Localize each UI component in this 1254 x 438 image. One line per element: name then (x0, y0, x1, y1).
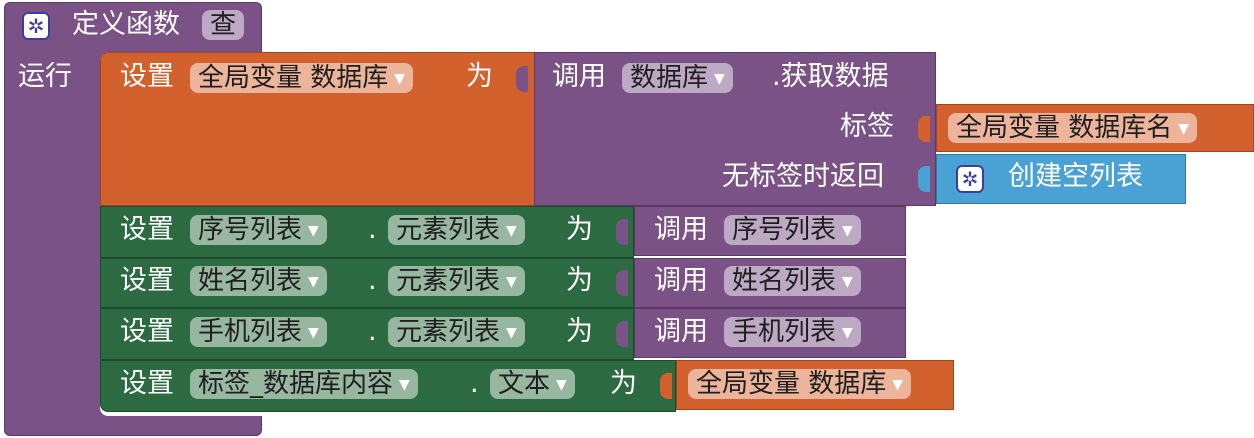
chevron-down-icon: ▼ (842, 324, 853, 341)
method-label: .获取数据 (772, 61, 889, 92)
component-dropdown[interactable]: 姓名列表 ▼ (190, 266, 327, 296)
property-name: 元素列表 (396, 266, 501, 296)
to-label: 为 (566, 265, 593, 296)
tag-label: 标签 (840, 111, 894, 142)
dot-separator: . (470, 368, 479, 399)
property-name: 文本 (498, 369, 551, 399)
set-label: 设置 (120, 265, 174, 296)
chevron-down-icon: ▼ (556, 376, 567, 393)
call-label: 调用 (552, 61, 606, 92)
socket-notch (516, 66, 528, 92)
chevron-down-icon: ▼ (394, 70, 406, 87)
component-dropdown[interactable]: 序号列表 ▼ (190, 215, 327, 245)
set-label: 设置 (120, 316, 174, 347)
component-dropdown[interactable]: 手机列表 ▼ (724, 317, 861, 347)
call-label: 调用 (654, 265, 708, 296)
call-label: 调用 (654, 214, 708, 245)
chevron-down-icon: ▼ (842, 222, 853, 239)
chevron-down-icon: ▼ (506, 273, 517, 290)
property-dropdown[interactable]: 元素列表 ▼ (388, 317, 525, 347)
dot-separator: . (368, 265, 377, 296)
to-label: 为 (566, 214, 593, 245)
call-label: 调用 (654, 316, 708, 347)
socket-notch (918, 166, 930, 192)
component-name: 序号列表 (198, 215, 303, 245)
property-dropdown[interactable]: 元素列表 ▼ (388, 215, 525, 245)
chevron-down-icon: ▼ (714, 70, 725, 87)
chevron-down-icon: ▼ (1178, 120, 1190, 137)
global-variable-name: 全局变量 数据库 (198, 63, 389, 93)
chevron-down-icon: ▼ (308, 222, 319, 239)
chevron-down-icon: ▼ (399, 376, 410, 393)
component-dropdown[interactable]: 手机列表 ▼ (190, 317, 327, 347)
create-empty-list-label: 创建空列表 (1008, 161, 1143, 192)
global-variable-dropdown[interactable]: 全局变量 数据库 ▼ (190, 63, 414, 93)
socket-notch (616, 219, 628, 245)
component-name: 手机列表 (732, 317, 837, 347)
procedure-do-label: 运行 (18, 61, 72, 92)
to-label: 为 (566, 316, 593, 347)
property-name: 元素列表 (396, 215, 501, 245)
set-label: 设置 (120, 368, 174, 399)
call-database-get-block[interactable] (534, 52, 936, 206)
gear-icon[interactable]: ✲ (956, 165, 984, 193)
socket-notch (616, 270, 628, 296)
procedure-name-field[interactable]: 查 (202, 10, 245, 40)
component-dropdown[interactable]: 序号列表 ▼ (724, 215, 861, 245)
database-component-dropdown[interactable]: 数据库 ▼ (622, 63, 733, 93)
property-name: 元素列表 (396, 317, 501, 347)
set-component-block[interactable] (100, 308, 634, 360)
dot-separator: . (368, 316, 377, 347)
set-label: 设置 (120, 214, 174, 245)
set-component-block[interactable] (100, 258, 634, 308)
gear-icon[interactable]: ✲ (22, 12, 50, 40)
component-name: 手机列表 (198, 317, 303, 347)
component-dropdown[interactable]: 标签_数据库内容 ▼ (190, 369, 418, 399)
chevron-down-icon: ▼ (506, 222, 517, 239)
component-name: 序号列表 (732, 215, 837, 245)
property-dropdown[interactable]: 文本 ▼ (490, 369, 575, 399)
to-label: 为 (610, 368, 637, 399)
chevron-down-icon: ▼ (892, 376, 904, 393)
socket-notch (660, 373, 672, 399)
value-if-tag-not-there-label: 无标签时返回 (722, 161, 884, 192)
socket-notch (616, 321, 628, 347)
chevron-down-icon: ▼ (308, 324, 319, 341)
set-label: 设置 (120, 61, 174, 92)
procedure-header-label: 定义函数 (72, 9, 180, 40)
to-label: 为 (466, 61, 493, 92)
global-variable-dropdown[interactable]: 全局变量 数据库 ▼ (688, 369, 912, 399)
global-variable-name: 全局变量 数据库 (696, 369, 887, 399)
global-variable-name: 全局变量 数据库名 (956, 113, 1173, 143)
chevron-down-icon: ▼ (308, 273, 319, 290)
chevron-down-icon: ▼ (842, 273, 853, 290)
component-name: 姓名列表 (732, 266, 837, 296)
chevron-down-icon: ▼ (506, 324, 517, 341)
global-variable-dropdown[interactable]: 全局变量 数据库名 ▼ (948, 113, 1198, 143)
property-dropdown[interactable]: 元素列表 ▼ (388, 266, 525, 296)
component-name: 标签_数据库内容 (198, 369, 394, 399)
component-dropdown[interactable]: 姓名列表 ▼ (724, 266, 861, 296)
set-component-block[interactable] (100, 206, 634, 258)
socket-notch (918, 116, 930, 142)
component-name: 姓名列表 (198, 266, 303, 296)
dot-separator: . (368, 214, 377, 245)
database-component-name: 数据库 (630, 63, 709, 93)
